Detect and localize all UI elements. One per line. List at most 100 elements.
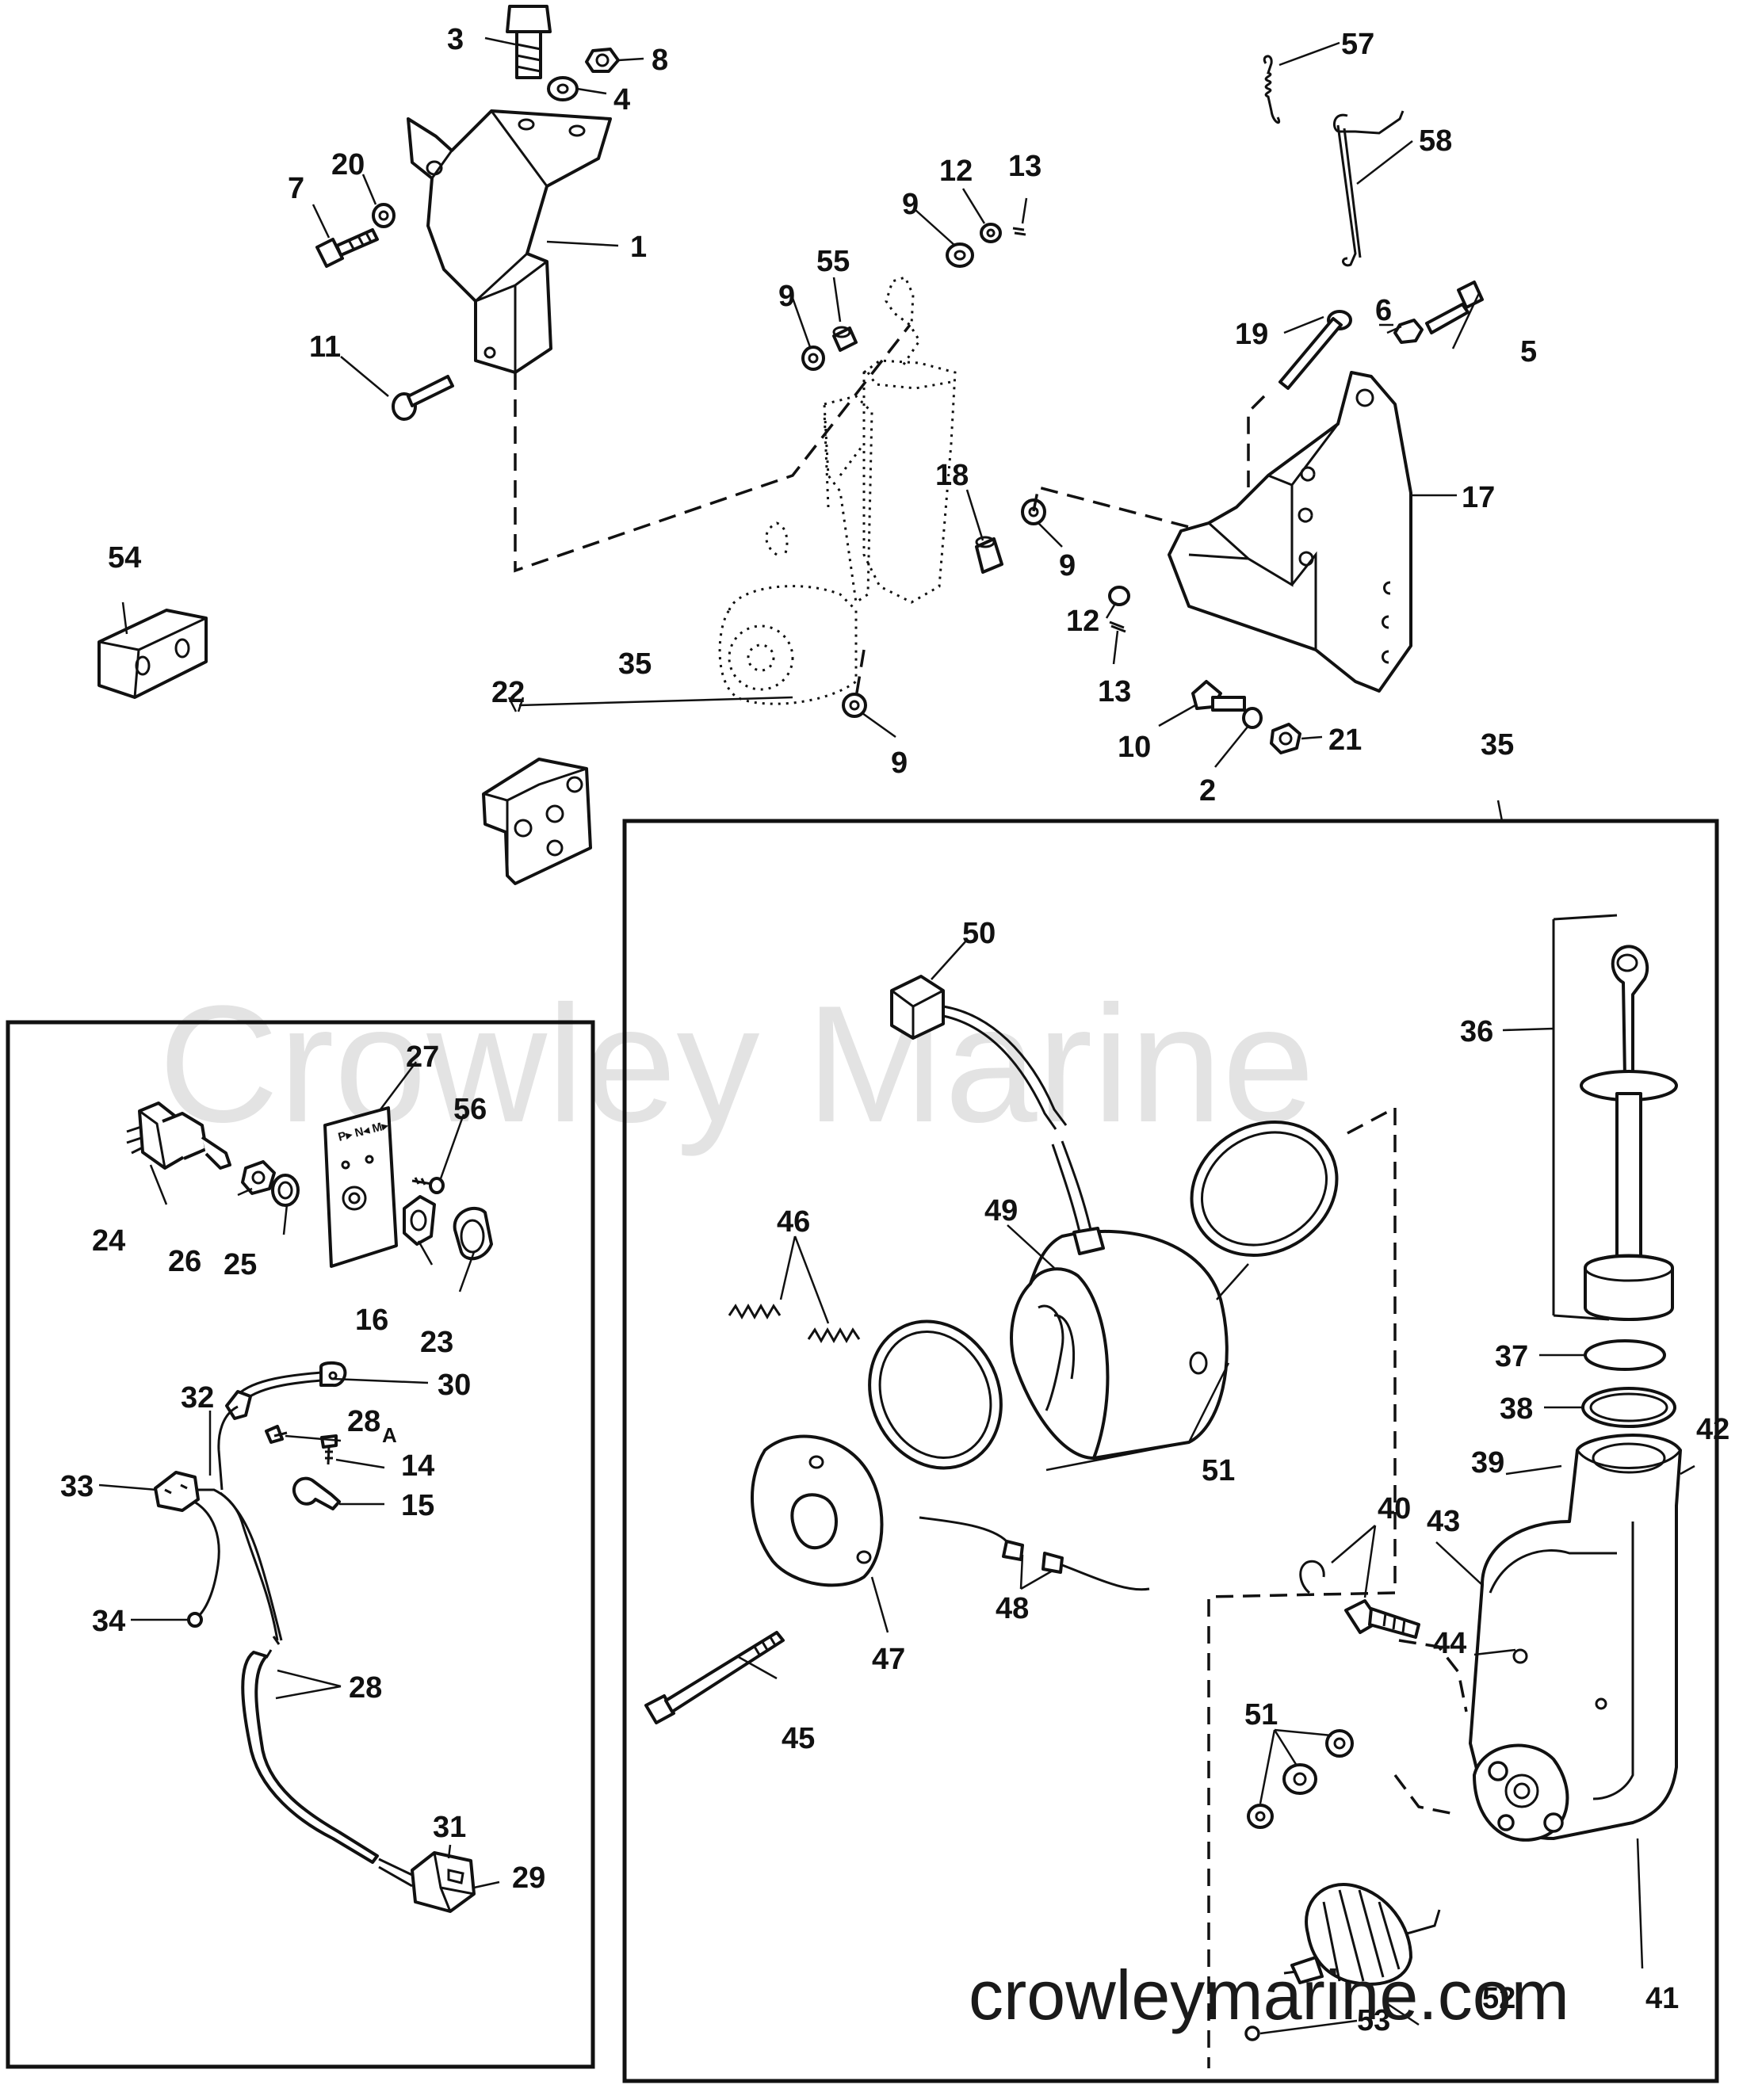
callout-47: 47 [872,1643,905,1676]
bolt-5 [1425,281,1484,334]
pin-19 [1278,310,1352,390]
callout-9-d: 9 [891,746,908,780]
callout-18: 18 [935,459,969,492]
nut-8 [585,48,620,73]
bushing-18 [975,536,1003,574]
callout-51-b: 51 [1244,1698,1278,1732]
callout-56: 56 [453,1093,487,1126]
armature-52 [1283,1883,1441,1986]
pump-rod-36 [1552,914,1678,1321]
washer-4 [547,76,579,101]
assembly-line-17 [1032,485,1190,529]
bracket-1 [407,109,612,374]
wire-harness-28 [193,1488,379,1864]
washer-12b [1108,586,1130,606]
callout-33: 33 [60,1470,94,1503]
motor-assembly-frame [622,819,1719,2083]
o-ring-37 [1584,1339,1666,1371]
callout-14: 14 [401,1449,434,1483]
callout-8: 8 [652,44,668,77]
lead-30 [236,1361,347,1404]
assembly-line-9 [854,649,866,698]
callout-2: 2 [1199,774,1216,808]
callout-55: 55 [816,245,850,278]
washer-9a [801,346,825,371]
connector-31 [378,1851,476,1913]
gear-housing-43 [1469,1434,1682,1842]
callout-31: 31 [433,1811,466,1844]
bushing-55 [832,326,858,352]
pin-13a [1012,227,1026,236]
screw-56 [411,1177,445,1194]
boot-23 [453,1207,493,1261]
bolt-7 [315,228,379,268]
callout-35-top: 35 [618,647,652,681]
connector-50 [890,975,1095,1247]
callout-58: 58 [1419,124,1452,158]
screw-28a [265,1425,288,1444]
callout-labels: 3 8 4 20 7 1 11 54 22 35 55 9 9 12 13 18… [60,23,1729,2037]
callout-28a-num: 28 [347,1405,380,1438]
thrust-washers-51 [1247,1729,1354,1829]
bezel-16 [403,1195,436,1246]
callout-54: 54 [108,541,141,575]
washer-9b [946,242,974,268]
connector-32 [217,1390,252,1491]
leader-lines [98,36,1695,2035]
pin-13b [1109,620,1126,633]
o-ring-38 [1581,1387,1676,1428]
callout-35-box: 35 [1481,728,1514,762]
ball-53 [1244,2026,1260,2041]
washer-9c [1021,498,1046,525]
toggle-switch-24 [126,1102,231,1170]
nut-26 [241,1160,276,1195]
callout-23: 23 [420,1326,453,1359]
callout-28a-suffix: A [382,1423,397,1447]
callout-17: 17 [1462,481,1495,514]
callout-43: 43 [1427,1505,1460,1538]
lockwasher-2 [1242,707,1263,729]
callout-6: 6 [1375,294,1392,327]
washer-20 [372,203,396,228]
callout-50: 50 [962,917,996,950]
callout-29: 29 [512,1861,545,1895]
callout-10: 10 [1118,731,1151,764]
callout-34: 34 [92,1605,125,1638]
o-ring-51-rear [868,1319,1003,1470]
link-rod-58 [1332,110,1405,267]
callout-9-b: 9 [902,188,919,221]
washer-12a [980,223,1002,243]
assembly-line-bracket [514,323,912,573]
washer-9d [842,693,867,718]
wiring-kit-frame [6,1020,595,2069]
callout-25: 25 [224,1248,257,1281]
callout-12-a: 12 [939,155,973,188]
callout-20: 20 [331,148,365,181]
washer-25 [271,1174,300,1207]
callout-49: 49 [984,1194,1018,1228]
callout-12-b: 12 [1066,605,1099,638]
callout-57: 57 [1341,28,1374,61]
bolt-3 [506,5,552,79]
check-valve-40 [1344,1599,1420,1639]
o-ring-51-front [1190,1120,1339,1258]
callout-51-a: 51 [1202,1454,1235,1487]
clamp-15 [292,1476,341,1510]
callout-15: 15 [401,1489,434,1522]
decal-plate-27: P▸ N◂ M▸ [323,1106,398,1268]
callout-11: 11 [309,330,341,364]
callout-42: 42 [1696,1413,1729,1446]
callout-48: 48 [996,1592,1029,1625]
callout-4: 4 [613,83,630,116]
ring-terminal-34 [187,1612,203,1628]
site-url-text: crowleymarine.com [969,1956,1569,2034]
callout-36: 36 [1460,1015,1493,1048]
motor-housing-49 [1010,1227,1229,1460]
callout-41: 41 [1645,1982,1679,2015]
spring-57 [1263,55,1281,124]
callout-30: 30 [438,1369,471,1402]
springs-46 [728,1303,861,1344]
callout-3: 3 [447,23,464,56]
callout-26: 26 [168,1245,201,1278]
